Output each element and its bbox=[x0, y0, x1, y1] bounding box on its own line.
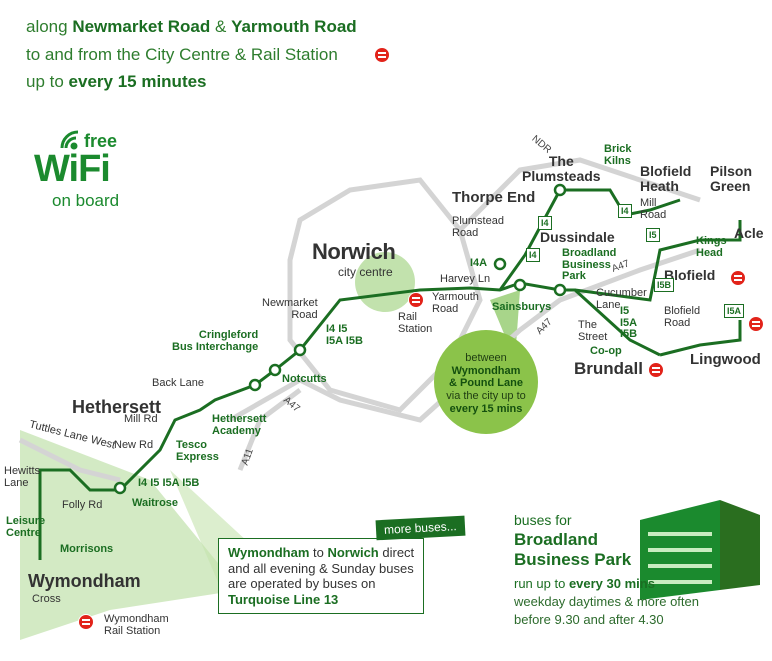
wifi-onboard: on board bbox=[52, 191, 120, 210]
route-i5b-label: I5B bbox=[654, 278, 675, 292]
wifi-free: free bbox=[84, 131, 118, 151]
header-line3: up to every 15 minutes bbox=[26, 72, 207, 91]
stop-notcutts-1 bbox=[248, 378, 262, 392]
place-sainsburys: Sainsburys bbox=[492, 301, 552, 313]
place-hewitts: Hewitts Lane bbox=[4, 465, 41, 489]
place-cucumber-lane: Cucumber Lane bbox=[596, 287, 647, 311]
lingwood-branch bbox=[659, 320, 742, 357]
place-lingwood: Lingwood bbox=[690, 351, 761, 368]
route-i4-mill: I4 bbox=[618, 204, 632, 218]
route-i4-plumsteads: I4 bbox=[538, 216, 552, 230]
place-morrisons: Morrisons bbox=[60, 543, 114, 555]
a11-road bbox=[237, 388, 302, 471]
bbp-line1: buses for bbox=[514, 512, 572, 528]
frequency-circle-note: between Wymondham & Pound Lane via the c… bbox=[434, 330, 538, 434]
place-cringleford: Cringleford Bus Interchange bbox=[172, 329, 259, 353]
place-the-street: The Street bbox=[578, 319, 608, 343]
rail-icon bbox=[374, 47, 390, 63]
route-i4-label: I4 bbox=[526, 248, 540, 262]
place-brick-kilns: Brick Kilns bbox=[604, 143, 632, 167]
wifi-logo: WiFi bbox=[34, 148, 111, 190]
place-harvey-ln: Harvey Ln bbox=[440, 273, 491, 285]
bbp-line6: before 9.30 and after 4.30 bbox=[514, 612, 664, 627]
place-leisure: Leisure Centre bbox=[6, 515, 46, 539]
lingwood-rail-icon bbox=[748, 316, 764, 332]
place-acle: Acle bbox=[734, 225, 764, 241]
place-newmarket-road: Newmarket Road bbox=[262, 297, 318, 321]
route-i4a: I4A bbox=[470, 257, 488, 269]
place-pilson-green: Pilson Green bbox=[710, 163, 753, 194]
place-city-centre: city centre bbox=[338, 265, 393, 279]
bbp-line5: weekday daytimes & more often bbox=[514, 594, 699, 609]
wymondham-rail-icon bbox=[78, 614, 94, 630]
place-thorpe-end: Thorpe End bbox=[452, 189, 536, 206]
place-broadland-bp: Broadland Business Park bbox=[562, 247, 617, 283]
place-brundall: Brundall bbox=[574, 359, 643, 378]
place-wymondham-rail: Wymondham Rail Station bbox=[104, 613, 169, 637]
west-road bbox=[18, 437, 121, 483]
bbp-line4: run up to every 30 mins bbox=[514, 576, 655, 591]
wymondham-direct-note: Wymondham to Norwich direct and all even… bbox=[218, 538, 425, 615]
place-mill-road: Mill Road bbox=[640, 197, 667, 221]
acle-rail-icon bbox=[730, 270, 746, 286]
place-hethersett-academy: Hethersett Academy bbox=[212, 413, 267, 437]
route-main: I4 I5 I5A I5B bbox=[326, 323, 363, 347]
place-folly-rd: Folly Rd bbox=[62, 499, 103, 511]
stop-notcutts-3 bbox=[293, 343, 307, 357]
place-norwich: Norwich bbox=[312, 239, 396, 264]
stop-plumsteads bbox=[553, 183, 567, 197]
place-yarmouth-road: Yarmouth Road bbox=[432, 291, 479, 315]
header-line1: along Newmarket Road & Yarmouth Road bbox=[26, 17, 357, 36]
brundall-rail-icon bbox=[648, 362, 664, 378]
stop-cucumber bbox=[553, 283, 567, 297]
bbp-line2: Broadland bbox=[514, 530, 599, 549]
route-lingwood: I5A bbox=[724, 304, 745, 318]
wifi-icon bbox=[60, 130, 79, 150]
place-blofield: Blofield bbox=[664, 267, 716, 283]
place-wymondham: Wymondham bbox=[28, 571, 141, 591]
place-blofield-heath: Blofield Heath bbox=[640, 163, 692, 194]
blofield-branch bbox=[574, 220, 742, 302]
place-mill-rd: Mill Rd bbox=[124, 413, 158, 425]
header-line2: to and from the City Centre & Rail Stati… bbox=[26, 45, 338, 64]
route-brundall: I5 I5A I5B bbox=[620, 305, 638, 341]
stop-notcutts-2 bbox=[268, 363, 282, 377]
ndr-road bbox=[458, 157, 701, 232]
place-plumsteads: The Plumsteads bbox=[522, 153, 601, 184]
place-new-rd: New Rd bbox=[114, 439, 154, 451]
norwich-rail-icon bbox=[408, 292, 424, 308]
stop-waitrose bbox=[113, 481, 127, 495]
stop-harvey bbox=[493, 257, 507, 271]
place-notcutts: Notcutts bbox=[282, 373, 327, 385]
place-rail-station: Rail Station bbox=[398, 311, 433, 335]
place-waitrose: Waitrose bbox=[132, 497, 179, 509]
place-coop: Co-op bbox=[590, 345, 622, 357]
place-hethersett: Hethersett bbox=[72, 397, 162, 417]
place-blofield-road: Blofield Road bbox=[664, 305, 701, 329]
place-wymondham-cross: Cross bbox=[32, 593, 61, 605]
route-west: I4 I5 I5A I5B bbox=[138, 477, 200, 489]
plumsteads-branch bbox=[498, 188, 681, 291]
city-shade bbox=[20, 430, 240, 640]
place-plumstead-road: Plumstead Road bbox=[452, 215, 504, 239]
place-dussindale: Dussindale bbox=[540, 229, 615, 245]
stop-sainsburys bbox=[513, 278, 527, 292]
bbp-line3: Business Park bbox=[514, 550, 632, 569]
place-tesco: Tesco Express bbox=[176, 439, 219, 463]
place-kings-head: Kings Head bbox=[696, 235, 727, 259]
office-building-icon bbox=[640, 500, 760, 600]
route-i5-label: I5 bbox=[646, 228, 660, 242]
place-back-lane: Back Lane bbox=[152, 377, 204, 389]
